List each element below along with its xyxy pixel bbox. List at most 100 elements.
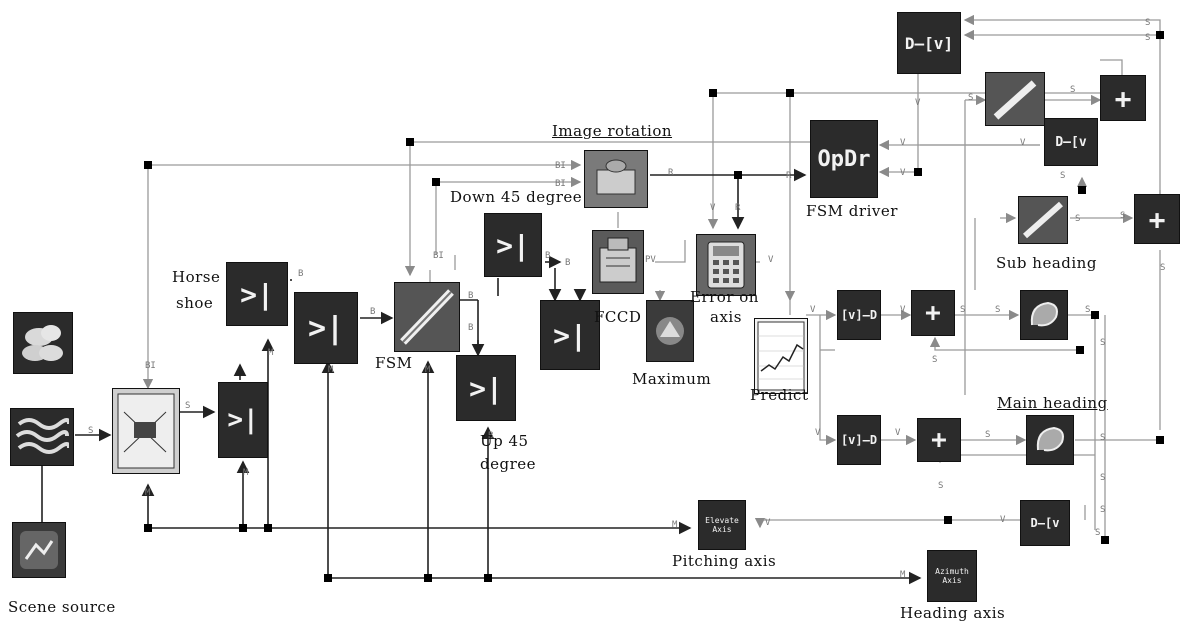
svg-text:B: B [468, 291, 473, 301]
svg-text:V: V [765, 518, 771, 528]
sum-block-top[interactable]: + [1100, 75, 1146, 121]
scene-source-block[interactable] [12, 522, 66, 578]
svg-text:S: S [1095, 528, 1100, 538]
svg-text:V: V [815, 428, 821, 438]
svg-text:B: B [370, 307, 375, 317]
mirror-icon [1023, 201, 1063, 239]
camera-icon [599, 237, 637, 283]
v-to-d-block-1[interactable]: [v]—D [837, 290, 881, 340]
cloud-source-block[interactable] [13, 312, 73, 374]
spin-block-1[interactable] [1020, 290, 1068, 340]
wave-icon [15, 418, 69, 454]
maximum-block[interactable] [646, 300, 694, 362]
label-main-heading: Main heading [997, 394, 1108, 412]
svg-text:S: S [1075, 214, 1080, 224]
label-down-45: Down 45 degree [450, 188, 583, 206]
svg-text:S: S [1100, 473, 1105, 483]
fsm-driver-block[interactable]: OpDr [810, 120, 878, 198]
main-heading-block[interactable] [1026, 415, 1074, 465]
svg-text:B: B [565, 258, 570, 268]
up-45-block[interactable]: >| [456, 355, 516, 421]
pitching-axis-block[interactable]: Elevate Axis [698, 500, 746, 550]
svg-text:M: M [425, 365, 431, 375]
svg-text:S: S [1085, 305, 1090, 315]
sum-block-low[interactable]: + [917, 418, 961, 462]
spin-icon [1036, 426, 1064, 452]
label-fsm-driver: FSM driver [806, 202, 898, 220]
svg-text:S: S [1120, 211, 1125, 221]
projection-block[interactable] [112, 388, 180, 474]
svg-text:S: S [1070, 85, 1075, 95]
mirror-icon [993, 80, 1037, 120]
svg-text:S: S [88, 426, 93, 436]
svg-text:BI: BI [555, 179, 566, 189]
svg-text:V: V [900, 168, 906, 178]
v-to-d-block-2[interactable]: [v]—D [837, 415, 881, 465]
scene-image-icon [20, 531, 58, 569]
svg-text:S: S [938, 481, 943, 491]
error-on-axis-block[interactable] [696, 234, 756, 296]
svg-text:BI: BI [555, 161, 566, 171]
svg-text:M: M [328, 365, 334, 375]
svg-text:R: R [668, 168, 674, 178]
mirror-block-3[interactable]: >| [540, 300, 600, 370]
heading-axis-block[interactable]: Azimuth Axis [927, 550, 977, 602]
svg-text:BI: BI [433, 251, 444, 261]
svg-text:V: V [900, 138, 906, 148]
predict-block[interactable] [754, 318, 808, 394]
svg-text:B: B [545, 251, 550, 261]
junction-dots [144, 31, 1164, 582]
svg-text:M: M [243, 468, 249, 478]
label-fccd: FCCD [594, 308, 642, 326]
svg-text:S: S [932, 355, 937, 365]
mirror-block-4[interactable] [985, 72, 1045, 126]
svg-text:V: V [1000, 515, 1006, 525]
svg-text:S: S [995, 305, 1000, 315]
svg-text:R: R [735, 203, 741, 213]
svg-text:S: S [960, 305, 965, 315]
label-up-45-1: Up 45 [480, 432, 529, 450]
mirror-block-1[interactable]: >| [218, 382, 268, 458]
d-to-v-block-mid[interactable]: D—[v [1044, 118, 1098, 166]
rotation-icon [596, 159, 636, 195]
label-fsm: FSM [375, 354, 413, 372]
scene-generator-block[interactable] [10, 408, 74, 466]
cloud-icon [22, 325, 63, 361]
svg-text:R: R [786, 171, 792, 181]
svg-text:V: V [810, 305, 816, 315]
svg-text:M: M [145, 488, 151, 498]
svg-text:V: V [1020, 138, 1026, 148]
image-rotation-block[interactable] [584, 150, 648, 208]
svg-text:S: S [985, 430, 990, 440]
d-to-v-block-top[interactable]: D—[v] [897, 12, 961, 74]
label-maximum: Maximum [632, 370, 712, 388]
spin-icon [1030, 301, 1058, 327]
horse-shoe-block[interactable]: >| [226, 262, 288, 326]
sum-block-right[interactable]: + [1134, 194, 1180, 244]
svg-text:S: S [1100, 433, 1105, 443]
down-45-block[interactable]: >| [484, 213, 542, 277]
svg-text:M: M [900, 570, 906, 580]
calculator-icon [707, 241, 745, 289]
plot-icon [757, 321, 805, 391]
sub-heading-block[interactable] [1018, 196, 1068, 244]
svg-text:S: S [1160, 263, 1165, 273]
label-error-on-axis-2: axis [710, 308, 742, 326]
svg-text:B: B [468, 323, 473, 333]
label-predict: Predict [750, 386, 809, 404]
fccd-block[interactable] [592, 230, 644, 294]
svg-text:S: S [1145, 33, 1150, 43]
d-to-v-block-low[interactable]: D—[v [1020, 500, 1070, 546]
fsm-block[interactable] [394, 282, 460, 352]
svg-text:S: S [968, 93, 973, 103]
mirror-block-2[interactable]: >| [294, 292, 358, 364]
svg-text:B: B [298, 269, 303, 279]
svg-text:BI: BI [145, 361, 156, 371]
svg-text:V: V [900, 305, 906, 315]
svg-text:S: S [1100, 505, 1105, 515]
label-error-on-axis-1: Error on [690, 288, 759, 306]
mirror-icon [400, 289, 454, 345]
sum-block-mid[interactable]: + [911, 290, 955, 336]
